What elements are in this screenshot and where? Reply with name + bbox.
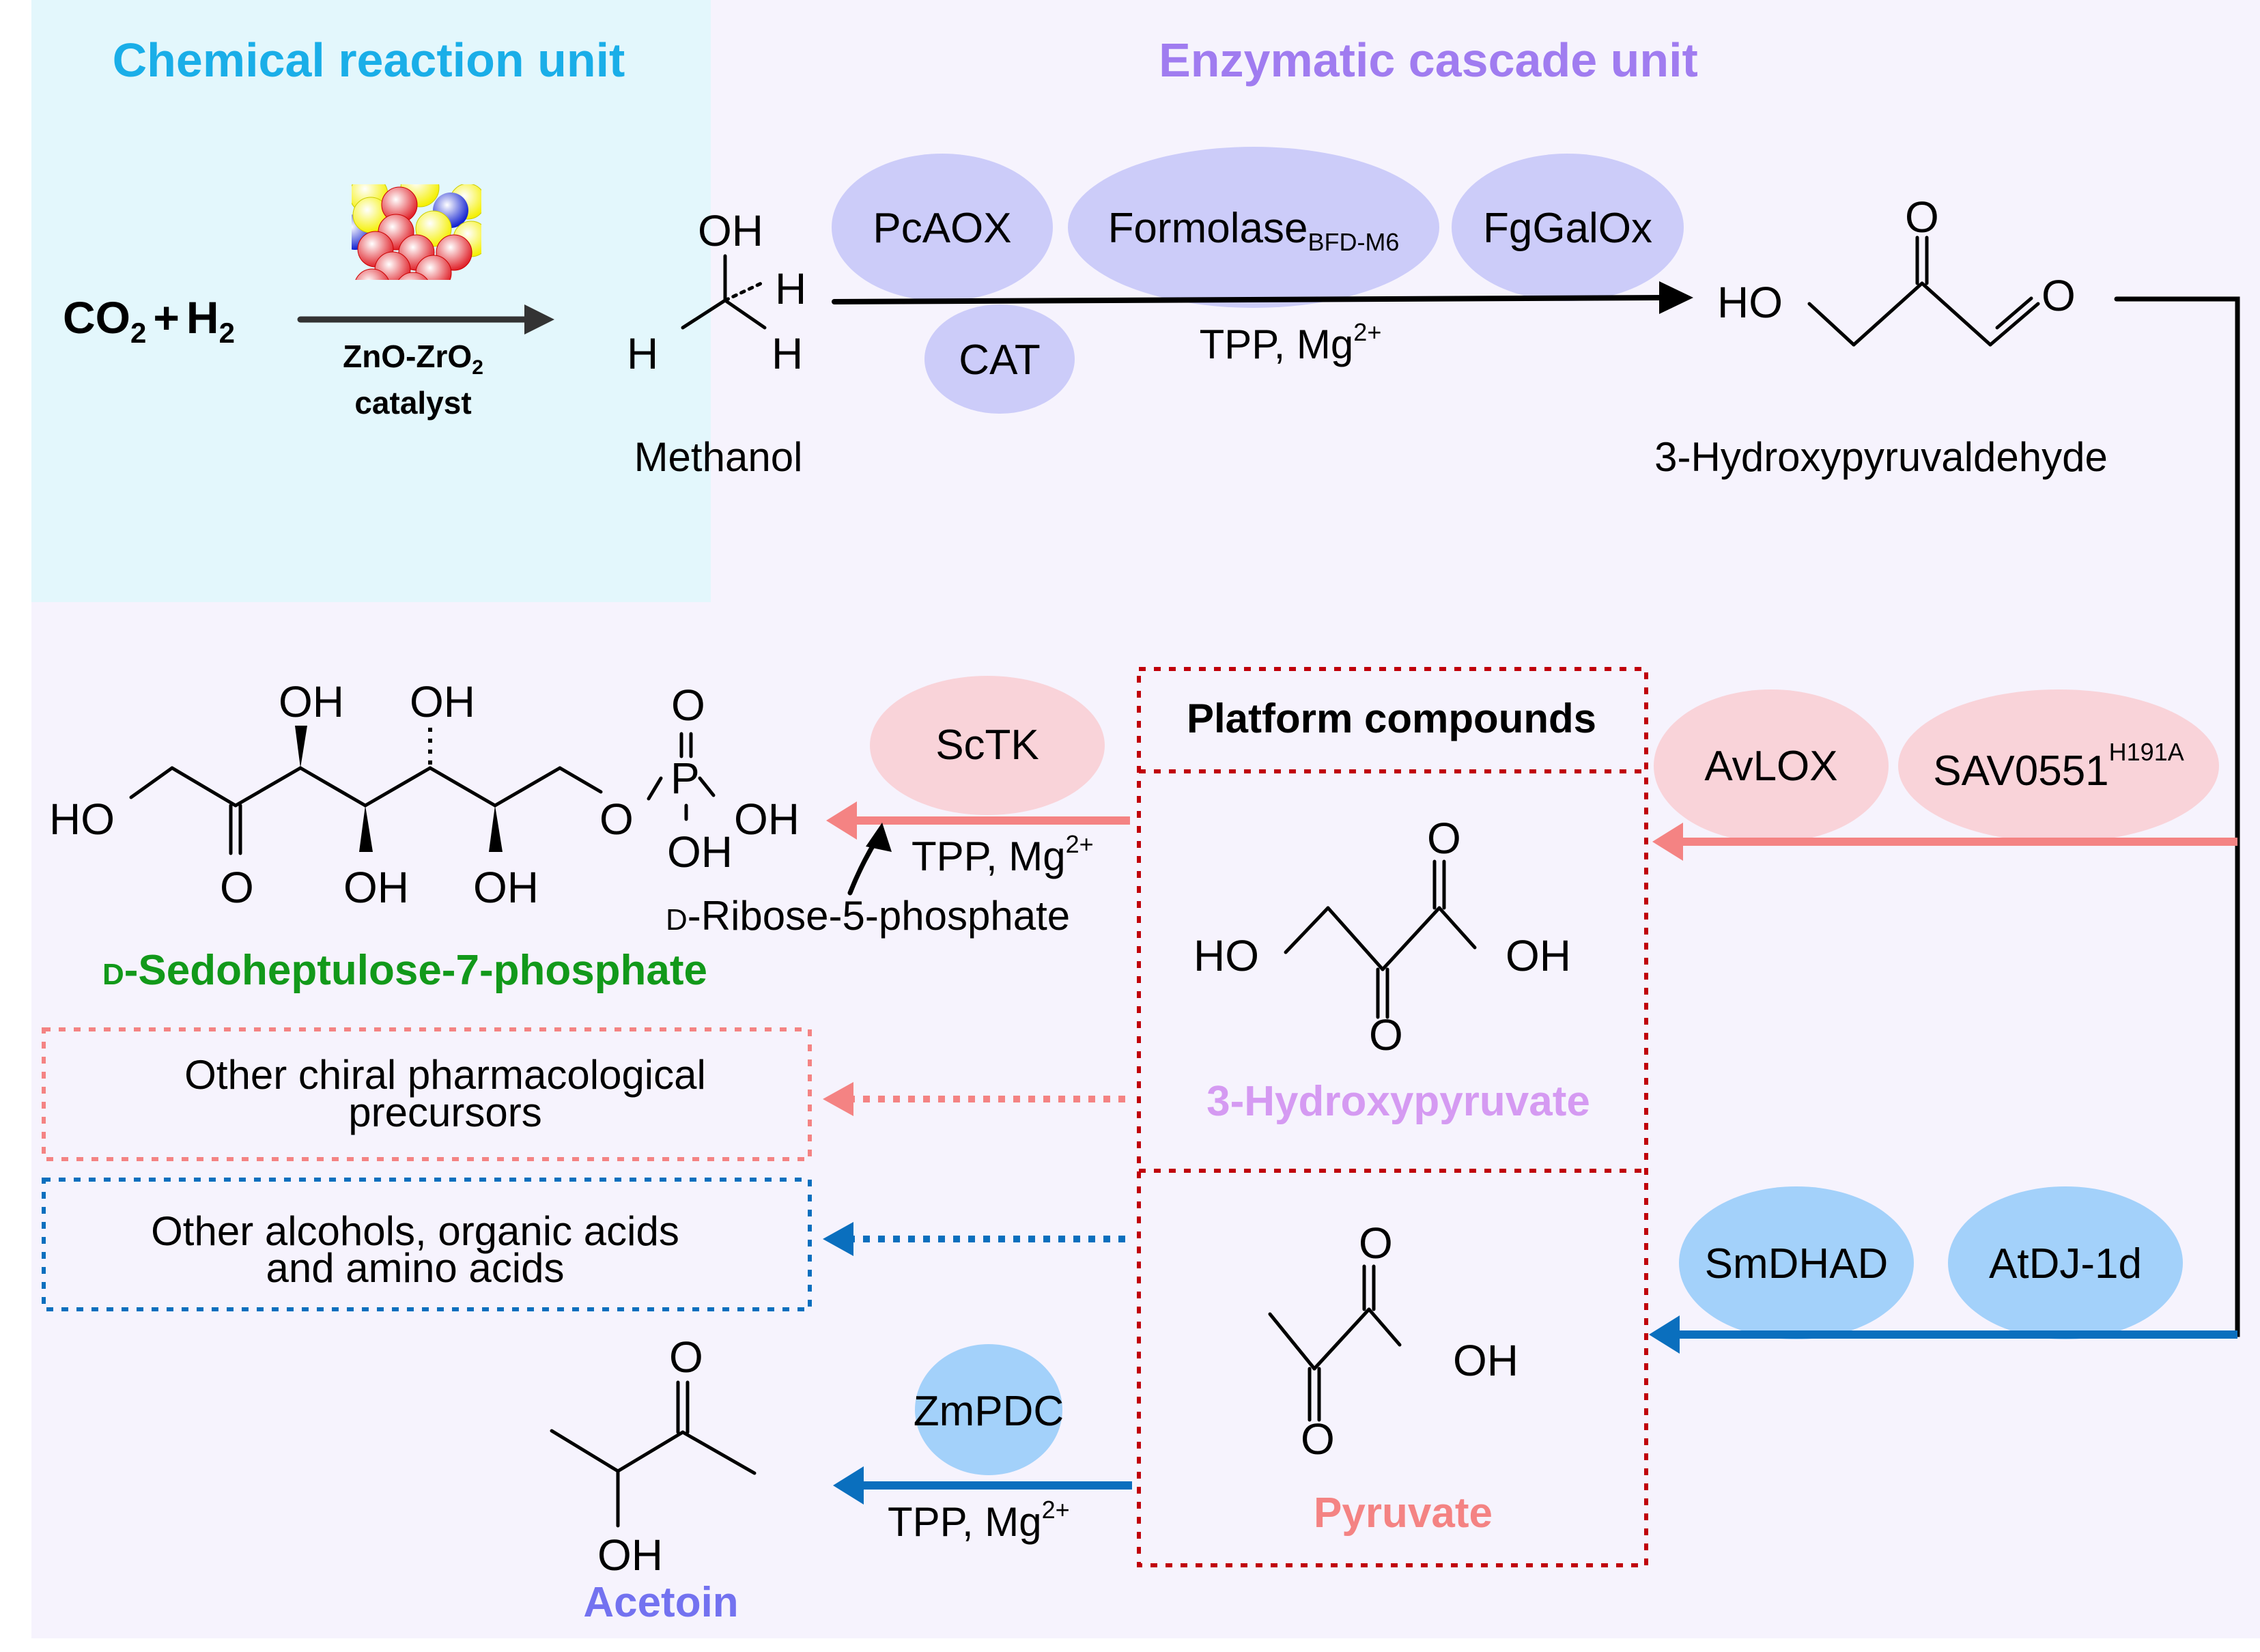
enzyme-cat: CAT — [924, 304, 1075, 414]
svg-text:O: O — [2042, 271, 2076, 320]
enzyme-atdj1d: AtDJ-1d — [1948, 1186, 2183, 1339]
svg-text:precursors: precursors — [348, 1090, 541, 1135]
svg-text:HO: HO — [1193, 931, 1259, 980]
svg-text:SmDHAD: SmDHAD — [1705, 1240, 1889, 1287]
svg-text:O: O — [1905, 193, 1939, 242]
co2-subscript: 2 — [130, 317, 146, 349]
enzyme-fggalox: FgGalOx — [1452, 154, 1684, 301]
acetoin-step-cofactor: TPP, Mg2+ — [888, 1496, 1070, 1545]
svg-text:Other chiral pharmacological: Other chiral pharmacological — [184, 1052, 706, 1098]
svg-text:and amino acids: and amino acids — [266, 1245, 565, 1291]
svg-text:P: P — [670, 754, 700, 803]
step1-arrow — [832, 295, 1669, 304]
other-alcohols-box: Other alcohols, organic acids and amino … — [42, 1178, 812, 1311]
catalyst-label-line2: catalyst — [354, 385, 471, 421]
svg-text:H: H — [627, 329, 658, 378]
svg-text:OH: OH — [473, 863, 539, 912]
ribose-cosubstrate-arrowhead — [866, 823, 892, 852]
h2-label: H — [186, 292, 219, 343]
methanol-structure: OH H H H — [627, 206, 806, 378]
enzyme-sctk: ScTK — [870, 676, 1105, 815]
svg-text:O: O — [1301, 1414, 1335, 1464]
hydroxypyruvate-structure: HO O O OH — [1193, 814, 1571, 1059]
svg-text:ZmPDC: ZmPDC — [914, 1388, 1064, 1435]
svg-text:OH: OH — [1453, 1336, 1519, 1385]
enzyme-smdhad: SmDHAD — [1679, 1186, 1914, 1339]
svg-text:OH: OH — [698, 206, 763, 255]
svg-text:H: H — [775, 264, 806, 313]
hydroxypyruvaldehyde-structure: HO O O — [1717, 193, 2076, 347]
acetoin-structure: O OH — [550, 1333, 757, 1580]
svg-text:OH: OH — [279, 677, 344, 726]
svg-text:OH: OH — [410, 677, 475, 726]
enzymatic-unit-title: Enzymatic cascade unit — [1159, 33, 1698, 87]
sedoheptulose-structure: HO O OH OH OH OH O P O OH OH — [49, 677, 800, 912]
svg-text:FormolaseBFD-M6: FormolaseBFD-M6 — [1108, 205, 1400, 256]
methanol-label: Methanol — [634, 434, 803, 480]
svg-text:Other alcohols, organic acids: Other alcohols, organic acids — [151, 1208, 679, 1254]
svg-text:PcAOX: PcAOX — [873, 205, 1011, 252]
svg-text:O: O — [1369, 1010, 1403, 1059]
svg-text:CAT: CAT — [959, 337, 1040, 384]
svg-text:O: O — [1359, 1219, 1393, 1268]
svg-text:ScTK: ScTK — [935, 722, 1039, 769]
to-sedoheptulose-arrowhead — [826, 801, 857, 840]
enzyme-sav0551: SAV0551H191A — [1898, 689, 2219, 842]
svg-text:OH: OH — [734, 795, 800, 844]
hydroxypyruvaldehyde-label: 3-Hydroxypyruvaldehyde — [1654, 434, 2108, 480]
chemical-reaction-arrowhead — [524, 304, 554, 334]
to-hydroxypyruvate-arrowhead — [1652, 823, 1683, 861]
svg-text:CO2+H2: CO2+H2 — [63, 292, 235, 349]
platform-compounds-title: Platform compounds — [1187, 696, 1596, 741]
hydroxypyruvate-label: 3-Hydroxypyruvate — [1206, 1078, 1590, 1125]
platform-compounds-box — [1137, 667, 1648, 1567]
pyruvate-label: Pyruvate — [1314, 1490, 1493, 1537]
to-acetoin-arrowhead — [833, 1466, 864, 1505]
svg-text:HO: HO — [1717, 278, 1783, 327]
enzyme-zmpdc: ZmPDC — [914, 1344, 1064, 1475]
plus-sign: + — [153, 292, 180, 343]
co2-label: CO — [63, 292, 130, 343]
svg-text:AtDJ-1d: AtDJ-1d — [1989, 1240, 2142, 1287]
sedoheptulose-label: D-Sedoheptulose-7-phosphate — [102, 947, 707, 994]
svg-text:HO: HO — [49, 795, 115, 844]
co2-h2-reactants: CO2+H2 — [63, 292, 235, 349]
svg-text:O: O — [220, 863, 254, 912]
to-pharmacological-arrowhead — [823, 1082, 853, 1116]
enzyme-pcaox: PcAOX — [832, 154, 1053, 301]
pyruvate-structure: O O OH — [1268, 1219, 1519, 1464]
chemical-unit-background — [31, 0, 711, 602]
svg-text:O: O — [669, 1333, 703, 1382]
svg-text:OH: OH — [597, 1530, 663, 1580]
svg-text:FgGalOx: FgGalOx — [1483, 205, 1652, 252]
to-alcohols-arrowhead — [823, 1222, 853, 1256]
enzyme-formolase: FormolaseBFD-M6 — [1068, 147, 1439, 308]
svg-text:O: O — [1427, 814, 1461, 863]
svg-text:OH: OH — [343, 863, 409, 912]
sedoheptulose-step-cofactor: TPP, Mg2+ — [912, 830, 1094, 879]
ribose-5-phosphate-label: D-Ribose-5-phosphate — [666, 893, 1070, 939]
catalyst-lattice-icon — [352, 184, 481, 280]
svg-text:OH: OH — [667, 827, 733, 877]
acetoin-label: Acetoin — [583, 1579, 738, 1626]
svg-text:OH: OH — [1506, 931, 1571, 980]
to-pyruvate-arrowhead — [1649, 1315, 1680, 1354]
svg-text:O: O — [671, 681, 705, 730]
svg-text:SAV0551H191A: SAV0551H191A — [1933, 738, 2184, 795]
enzyme-avlox: AvLOX — [1654, 689, 1889, 842]
chemical-unit-title: Chemical reaction unit — [113, 33, 625, 87]
other-pharmacological-box: Other chiral pharmacological precursors — [42, 1027, 812, 1161]
h2-subscript: 2 — [219, 317, 235, 349]
catalyst-label: ZnO-ZrO2 — [343, 339, 483, 379]
step1-arrowhead — [1659, 281, 1693, 314]
step1-cofactor: TPP, Mg2+ — [1200, 318, 1382, 367]
svg-text:H: H — [772, 329, 803, 378]
svg-text:AvLOX: AvLOX — [1704, 743, 1837, 790]
svg-text:O: O — [599, 795, 634, 844]
